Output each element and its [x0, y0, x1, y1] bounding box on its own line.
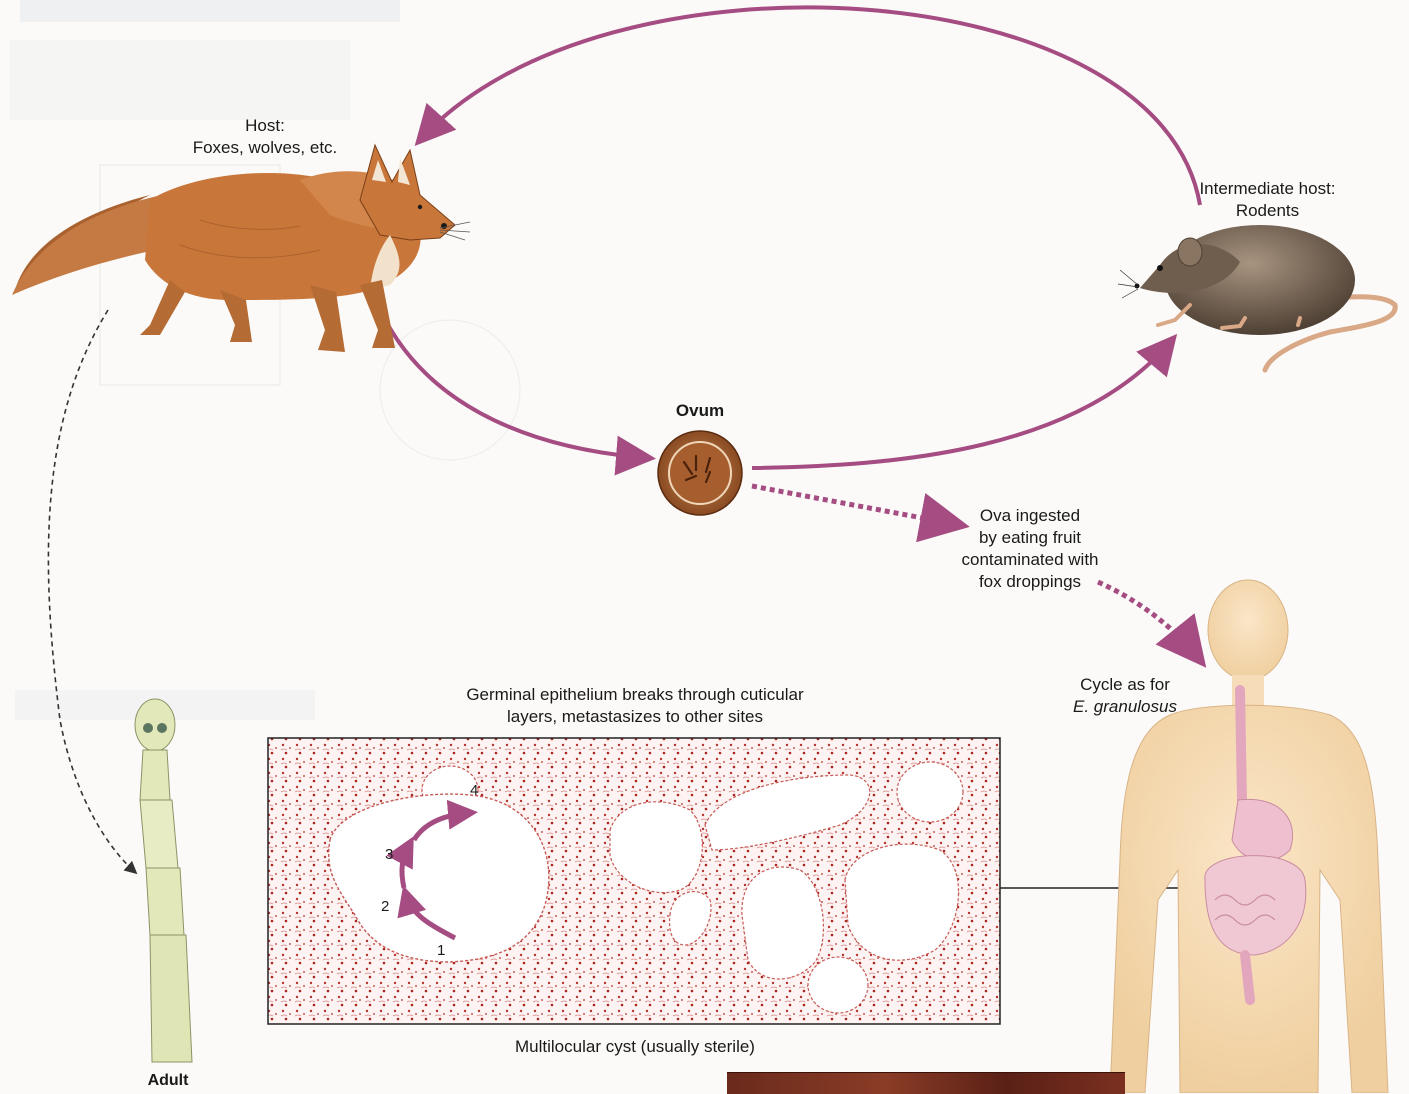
- host-label-title: Host:: [150, 115, 380, 137]
- adult-label: Adult: [128, 1070, 208, 1092]
- intermediate-host-species: Rodents: [1160, 200, 1375, 222]
- step-number-3: 3: [385, 846, 393, 863]
- adult-worm-illustration: [135, 699, 192, 1062]
- arrow-ovum-to-human: [752, 486, 960, 525]
- cycle-label-line-1: Cycle as for: [1050, 674, 1200, 696]
- ingestion-line-2: by eating fruit: [945, 527, 1115, 549]
- germinal-line-1: Germinal epithelium breaks through cutic…: [410, 684, 860, 706]
- ovum-illustration: [658, 431, 742, 515]
- cycle-label-species: E. granulosus: [1050, 696, 1200, 718]
- germinal-epithelium-label: Germinal epithelium breaks through cutic…: [410, 684, 860, 728]
- arrow-host-to-adult: [48, 310, 135, 872]
- fox-illustration: [12, 145, 470, 352]
- ovum-label: Ovum: [660, 400, 740, 422]
- step-number-2: 2: [381, 898, 389, 915]
- arrow-rodent-to-host: [420, 7, 1200, 205]
- ingestion-line-1: Ova ingested: [945, 505, 1115, 527]
- ingestion-line-4: fox droppings: [945, 571, 1115, 593]
- arrow-ingested-to-human: [1098, 582, 1200, 660]
- intermediate-host-title: Intermediate host:: [1160, 178, 1375, 200]
- intermediate-host-label: Intermediate host: Rodents: [1160, 178, 1375, 222]
- germinal-line-2: layers, metastasizes to other sites: [410, 706, 860, 728]
- ingestion-line-3: contaminated with: [945, 549, 1115, 571]
- step-number-1: 1: [437, 942, 445, 959]
- rodent-illustration: [1118, 225, 1395, 370]
- background-bleed: [10, 0, 520, 720]
- human-figure-illustration: [1110, 580, 1388, 1093]
- host-label-species: Foxes, wolves, etc.: [150, 137, 380, 159]
- micrograph-photo-strip: [727, 1072, 1125, 1094]
- host-label: Host: Foxes, wolves, etc.: [150, 115, 380, 159]
- step-number-4: 4: [470, 782, 478, 799]
- cyst-caption: Multilocular cyst (usually sterile): [460, 1036, 810, 1058]
- multilocular-cyst-illustration: [268, 738, 1000, 1024]
- arrow-ovum-to-rodent: [752, 340, 1172, 468]
- ingestion-label: Ova ingested by eating fruit contaminate…: [945, 505, 1115, 593]
- cycle-label: Cycle as for E. granulosus: [1050, 674, 1200, 718]
